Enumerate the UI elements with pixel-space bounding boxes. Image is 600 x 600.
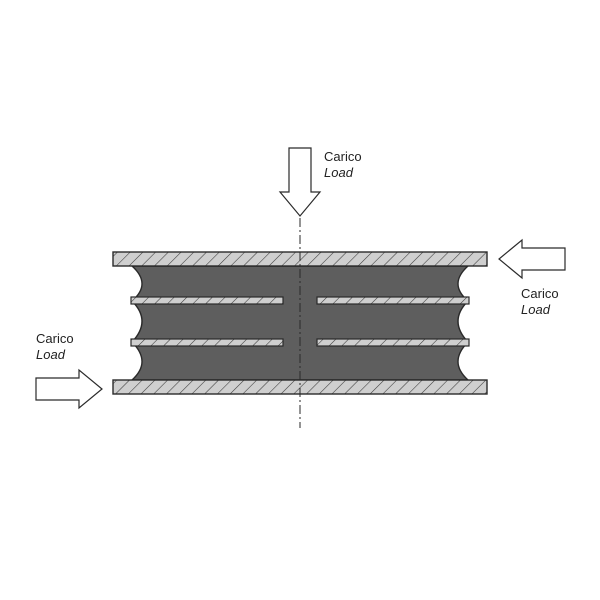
upper-left-steel-shim <box>130 296 284 305</box>
left-load-label: Carico <box>36 331 74 346</box>
lower-right-steel-shim <box>316 338 470 347</box>
vertical-load-arrow-icon <box>278 147 322 217</box>
left-load-label-translation: Load <box>36 347 66 362</box>
left-load-arrow-icon <box>35 368 103 410</box>
right-load-label: Carico <box>521 286 559 301</box>
top-load-label-translation: Load <box>324 165 354 180</box>
right-load-arrow-icon <box>498 238 566 280</box>
top-load-label: Carico <box>324 149 362 164</box>
upper-right-steel-shim <box>316 296 470 305</box>
right-load-label-translation: Load <box>521 302 551 317</box>
lower-left-steel-shim <box>130 338 284 347</box>
